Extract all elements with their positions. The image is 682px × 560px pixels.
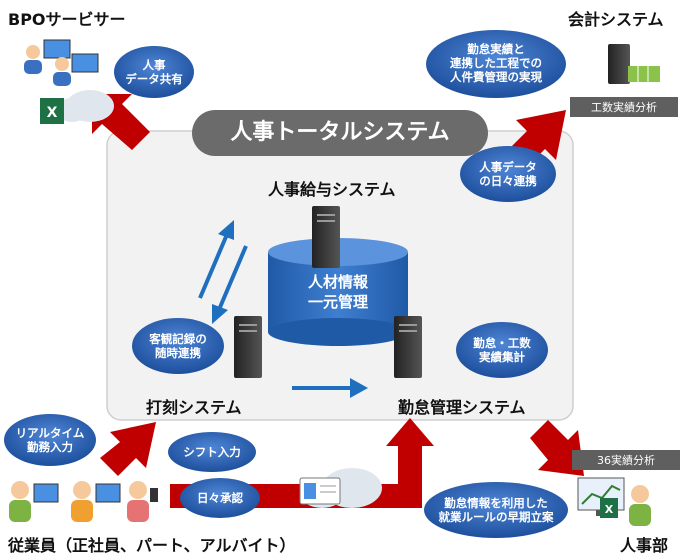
bubble-objective-record-sync: 客観記録の 随時連携 xyxy=(149,332,207,360)
employees-label: 従業員（正社員、パート、アルバイト） xyxy=(8,536,296,555)
sync-arrows xyxy=(198,220,248,324)
bubble-bg xyxy=(456,322,548,378)
arrow-from-employees xyxy=(100,422,156,476)
server-icon xyxy=(608,44,660,84)
database-label: 人材情報 一元管理 xyxy=(307,273,368,311)
hr-label: 人事部 xyxy=(620,536,669,555)
bubble-bg xyxy=(168,432,256,472)
bubble-hr-data-sharing: 人事 データ共有 xyxy=(125,58,183,86)
server-icon xyxy=(394,316,422,378)
bubble-bg xyxy=(426,30,566,98)
accounting-label: 会計システム xyxy=(568,10,664,29)
timeclock-to-attendance-arrow xyxy=(292,378,368,398)
excel-icon: X xyxy=(600,498,618,518)
excel-icon: X xyxy=(40,98,64,124)
bubble-labor-cost-management: 勤怠実績と 連携した工程での 人件費管理の実現 xyxy=(450,42,542,84)
id-card-icon xyxy=(299,477,341,505)
server-icon xyxy=(312,206,340,268)
bubble-bg xyxy=(4,414,96,466)
labor-cost-analysis-tag: 工数実績分析 xyxy=(570,97,678,117)
bubble-bg xyxy=(460,146,556,202)
cloud-icon xyxy=(56,90,114,122)
bubble-bg xyxy=(424,482,568,538)
svg-text:X: X xyxy=(605,503,614,516)
computer-user-icon xyxy=(24,39,99,86)
bubble-bg xyxy=(132,318,224,374)
timeclock-system-label: 打刻システム xyxy=(146,398,242,417)
bubble-attendance-workhours: 勤怠・工数 実績集計 xyxy=(473,336,531,364)
server-icon xyxy=(234,316,262,378)
arrow-to-hr xyxy=(530,420,584,476)
total-system-banner: 人事トータルシステム xyxy=(192,110,488,156)
bubble-bg xyxy=(180,478,260,518)
bubble-shift-input: シフト入力 xyxy=(183,445,241,459)
svg-text:X: X xyxy=(47,105,58,121)
computer-user-icon xyxy=(9,481,158,522)
bubble-daily-hr-data-sync: 人事データ の日々連携 xyxy=(479,160,537,188)
bubble-daily-approval: 日々承認 xyxy=(197,491,243,505)
bpo-label: BPOサービサー xyxy=(8,10,126,29)
overtime-analysis-tag: 36実績分析 xyxy=(572,450,680,470)
attendance-system-label: 勤怠管理システム xyxy=(398,398,526,417)
bubble-bg xyxy=(114,46,194,98)
payroll-system-label: 人事給与システム xyxy=(268,180,396,199)
bubble-early-work-rules: 勤怠情報を利用した 就業ルールの早期立案 xyxy=(438,496,554,524)
bubble-realtime-attendance-input: リアルタイム 勤務入力 xyxy=(15,426,85,454)
computer-user-icon xyxy=(629,485,651,526)
